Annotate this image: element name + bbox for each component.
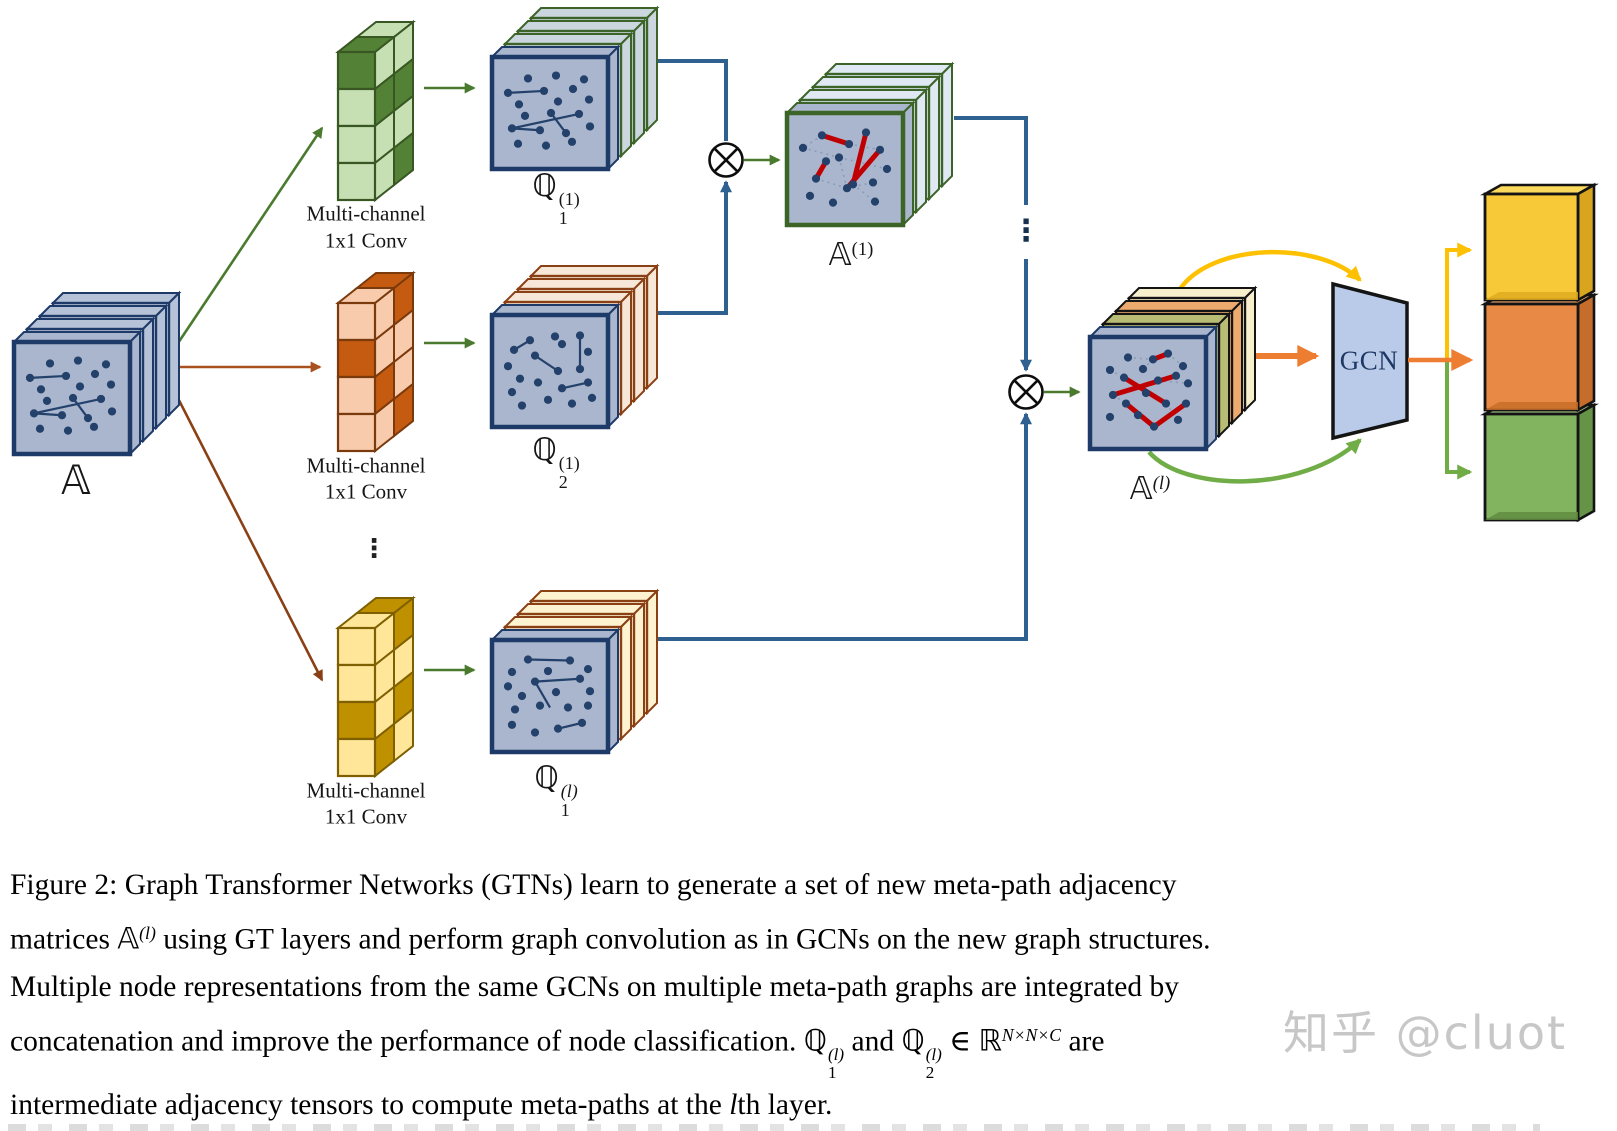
caption-line-5: intermediate adjacency tensors to comput… [10,1088,833,1121]
label-A-l-base: 𝔸 [1129,471,1153,507]
tensor-A-l [1087,285,1258,452]
figure-caption: Figure 2: Graph Transformer Networks (GT… [10,862,1550,1129]
conv-output-arrows [424,82,476,676]
gcn-to-output-wires [1408,242,1474,480]
otimes-1 [708,142,744,178]
math-R-double-struck: ℝ [978,1023,1002,1058]
gtn-diagram-canvas [11,5,1599,779]
label-adjacency-tensor-A: 𝔸 [61,458,91,504]
label-gcn: GCN [1339,345,1399,376]
label-A-1-base: 𝔸 [828,237,852,273]
output-block-green [1480,402,1599,523]
caption-line-4: concatenation and improve the performanc… [10,1023,1105,1082]
label-Q2-1-sup: (1) [558,452,580,473]
label-conv3-line2: 1x1 Conv [324,804,408,829]
label-conv1-line1: Multi-channel [306,201,426,226]
label-A-1: 𝔸(1) [829,237,874,273]
conv-orange [335,270,416,454]
matrix-product-wires [655,59,1081,641]
label-conv1-line2: 1x1 Conv [324,228,408,253]
watermark: 知乎 @cluot [1283,1006,1568,1060]
math-Q1: ℚ [803,1023,827,1058]
caption-line-2: matrices 𝔸(l) using GT layers and perfor… [10,921,1211,956]
label-conv2-line2: 1x1 Conv [324,479,408,504]
ellipsis-layer-chain: ⋮ [1011,214,1041,248]
conv-green [335,19,416,203]
ellipsis-conv-branches: ⋮ [361,534,387,563]
label-Q2-1: ℚ(1)2 [532,432,579,492]
label-Q1-1-sub: 1 [558,207,568,228]
otimes-2 [1008,374,1044,410]
gcn-block [1331,281,1409,441]
tensor-Q1-l [489,588,660,755]
math-A-double-struck: 𝔸 [117,921,140,956]
label-A-l: 𝔸(l) [1130,471,1171,507]
fanout-arrows [160,126,324,682]
math-Q2: ℚ [901,1023,925,1058]
label-conv2-line1: Multi-channel [306,453,426,478]
tensor-A [11,290,182,457]
tensor-Q2-1 [489,263,660,430]
tensor-Q1-1 [489,5,660,172]
label-Q1-l: ℚ(l)1 [534,760,577,820]
gcn-input-curves [1147,249,1362,484]
label-Q1-l-sub: 1 [560,799,570,820]
label-conv3-line1: Multi-channel [306,778,426,803]
label-Q2-1-base: ℚ [532,431,557,468]
label-A-1-sup: (1) [851,238,874,260]
output-block-yellow [1480,182,1599,303]
output-block-orange [1480,292,1599,413]
label-A-l-sup: (l) [1152,472,1171,494]
label-Q2-1-sub: 2 [558,471,568,492]
next-line-crop-artifact [8,1124,1540,1131]
caption-line-1: Figure 2: Graph Transformer Networks (GT… [10,869,1177,901]
caption-line-3: Multiple node representations from the s… [10,970,1180,1003]
label-Q1-l-sup: (l) [560,780,578,801]
label-Q1-1: ℚ(1)1 [532,168,579,228]
label-Q1-1-base: ℚ [532,167,557,204]
label-Q1-1-sup: (1) [558,188,580,209]
tensor-A-1 [784,61,955,228]
label-Q1-l-base: ℚ [534,759,559,796]
conv-yellow [335,595,416,779]
